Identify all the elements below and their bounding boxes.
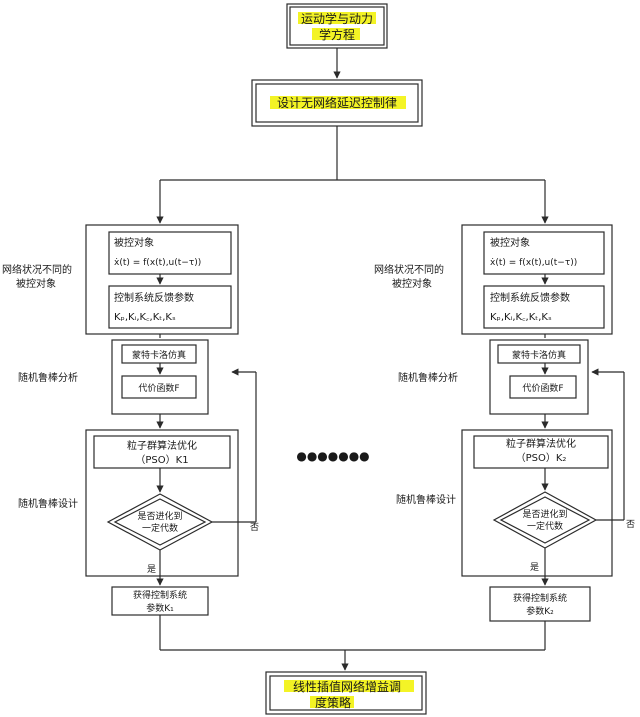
- right-plant-group: [461, 224, 613, 335]
- left-cost-fn: 代价函数F: [138, 382, 179, 394]
- bottom-box-line2: 度策略: [315, 695, 351, 710]
- left-design-label: 随机鲁棒设计: [18, 497, 78, 510]
- right-robust-group: [489, 339, 589, 415]
- right-monte-carlo: 蒙特卡洛仿真: [512, 349, 566, 361]
- right-result-box: [489, 586, 591, 622]
- left-plant-title: 被控对象: [114, 236, 154, 249]
- left-monte-carlo: 蒙特卡洛仿真: [132, 349, 186, 361]
- left-result-line1: 获得控制系统: [133, 589, 187, 601]
- right-plant-eq: ẋ(t) = f(x(t),u(t−τ)): [490, 258, 577, 268]
- right-no-label: 否: [626, 519, 635, 530]
- right-feedback-title: 控制系统反馈参数: [490, 291, 570, 304]
- left-design-group: [85, 429, 239, 577]
- right-feedback-params: Kₚ,Kᵢ,K꜀,Kₜ,Kₛ: [490, 312, 552, 323]
- left-decision-line2: 一定代数: [142, 522, 178, 534]
- left-yes-label: 是: [147, 564, 156, 575]
- top-box-line2: 学方程: [319, 27, 355, 42]
- top-box-line1: 运动学与动力: [301, 11, 373, 26]
- right-side-label-2: 被控对象: [392, 277, 432, 290]
- right-result-line1: 获得控制系统: [513, 592, 567, 604]
- right-decision-line1: 是否进化到: [522, 508, 567, 520]
- right-result-line2: 参数K₂: [526, 605, 554, 617]
- left-side-label-2: 被控对象: [16, 277, 56, 290]
- right-decision-line2: 一定代数: [527, 520, 563, 532]
- left-side-label-1: 网络状况不同的: [2, 263, 72, 276]
- right-design-group: [461, 429, 613, 577]
- left-no-label: 否: [250, 522, 259, 533]
- left-plant-group: [85, 224, 239, 335]
- left-robust-label: 随机鲁棒分析: [18, 371, 78, 384]
- bottom-box-line1: 线性插值网络增益调: [293, 679, 401, 694]
- left-decision: [106, 493, 214, 551]
- right-robust-label: 随机鲁棒分析: [398, 371, 458, 384]
- right-yes-label: 是: [530, 562, 539, 573]
- right-plant-title: 被控对象: [490, 236, 530, 249]
- left-plant-eq: ẋ(t) = f(x(t),u(t−τ)): [114, 258, 201, 268]
- right-decision: [492, 491, 598, 549]
- left-result-line2: 参数K₁: [146, 602, 174, 614]
- right-cost-fn: 代价函数F: [522, 382, 563, 394]
- right-side-label-1: 网络状况不同的: [374, 263, 444, 276]
- left-decision-line1: 是否进化到: [137, 510, 182, 522]
- left-feedback-title: 控制系统反馈参数: [114, 291, 194, 304]
- design-box-label: 设计无网络延迟控制律: [277, 95, 397, 110]
- bottom-box: [265, 671, 427, 715]
- left-pso-line2: （PSO）K1: [135, 454, 188, 466]
- left-feedback-params: Kₚ,Kᵢ,K꜀,Kₜ,Kₛ: [114, 312, 176, 323]
- right-pso-line1: 粒子群算法优化: [506, 437, 576, 450]
- right-pso-line2: （PSO）K₂: [516, 452, 567, 464]
- left-pso-line1: 粒子群算法优化: [127, 439, 197, 452]
- right-design-label: 随机鲁棒设计: [396, 493, 456, 506]
- ellipsis-dots: ●●●●●●●: [296, 449, 369, 463]
